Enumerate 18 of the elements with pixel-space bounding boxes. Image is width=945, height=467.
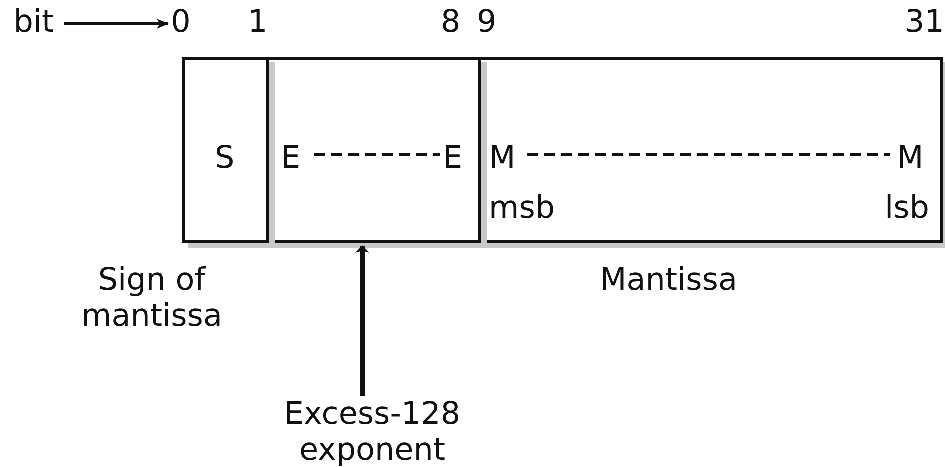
bit-number: 9	[477, 4, 497, 40]
field-caption: Sign of mantissa	[80, 262, 224, 334]
bit-number: 1	[248, 4, 268, 40]
bit-number: 0	[168, 4, 194, 40]
text-label: Excess-128 exponent	[250, 396, 495, 467]
arrow	[356, 245, 370, 396]
field-symbol: msb	[489, 190, 556, 226]
field-symbol: E	[281, 140, 301, 176]
field-caption: Mantissa	[600, 262, 738, 298]
field-symbol: E	[443, 140, 463, 176]
arrow	[64, 19, 169, 29]
field-symbol: S	[215, 140, 235, 176]
text-label: bit	[4, 4, 64, 40]
field-symbol: lsb	[885, 190, 930, 226]
field-symbol: M	[897, 140, 924, 176]
bit-number: 8	[441, 4, 461, 40]
field-symbol: M	[489, 140, 516, 176]
bit-number: 31	[905, 4, 944, 40]
